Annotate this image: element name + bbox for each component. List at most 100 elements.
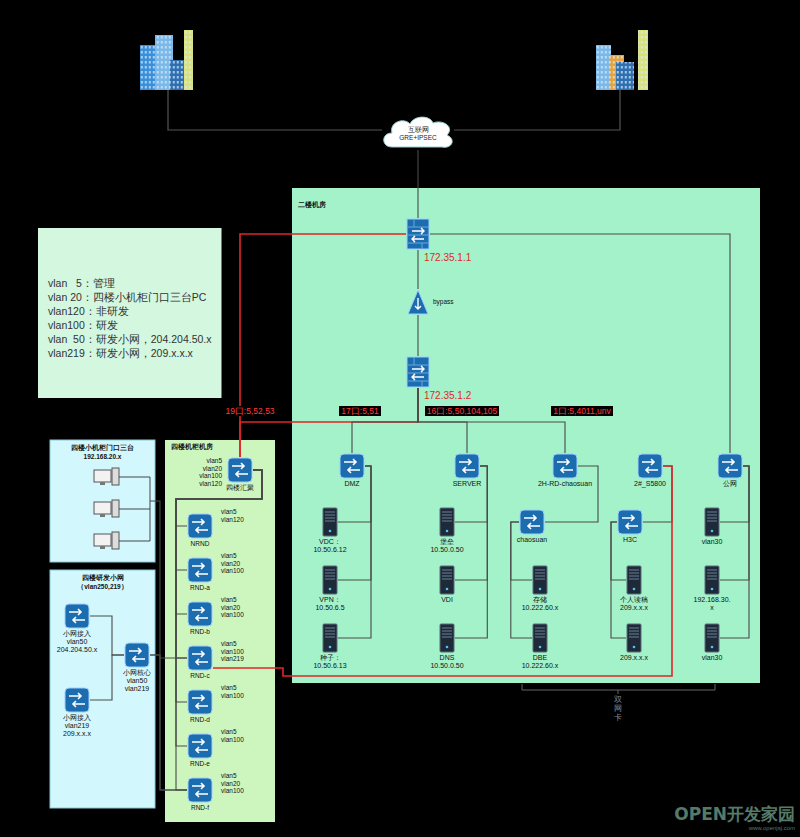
switch-node: vlan5 vlan20 vlan100RND-a xyxy=(187,557,244,592)
device-label: bypass xyxy=(433,298,454,306)
ip-label: 172.35.1.1 xyxy=(424,252,471,263)
server-node: 192.168.30. x xyxy=(694,565,731,612)
network-link xyxy=(720,466,749,638)
device-label: VPN： 10.50.6.5 xyxy=(315,596,344,612)
pc-icons xyxy=(94,468,155,549)
device-icon xyxy=(704,507,720,537)
device-label: 四楼汇聚 xyxy=(226,484,254,492)
device-icon xyxy=(704,565,720,595)
server-node: VPN： 10.50.6.5 xyxy=(315,565,344,612)
bracket xyxy=(522,684,715,694)
switch-node: 2#_S5800 xyxy=(634,453,666,488)
device-icon xyxy=(322,565,338,595)
device-icon xyxy=(227,457,253,483)
switch-node: vlan5 vlan20 vlan100RND-b xyxy=(187,601,244,636)
network-link xyxy=(430,234,730,453)
device-icon xyxy=(124,642,150,668)
note-line: vlan 50：研发小网，204.204.50.x xyxy=(48,332,212,346)
device-label: H3C xyxy=(623,536,637,544)
server-node: vlan30 xyxy=(702,507,723,546)
device-icon xyxy=(187,689,213,715)
server-node: DBE 10.222.60.x xyxy=(522,623,559,670)
note-line: vlan120：非研发 xyxy=(48,304,212,318)
cloud-label: GRE+IPSEC xyxy=(399,134,436,142)
server-node: 存储 10.222.60.x xyxy=(522,565,559,612)
device-label: RND-f xyxy=(191,804,209,812)
device-icon xyxy=(187,645,213,671)
vlan-list: vlan5 vlan20 vlan100 vlan120 xyxy=(199,457,222,487)
building-left xyxy=(140,30,193,90)
panel-heading: 四楼研发小网 xyxy=(54,574,151,583)
device-label: DMZ xyxy=(344,480,359,488)
switch-node: vlan5 vlan100 vlan219RND-c xyxy=(187,645,244,680)
network-link xyxy=(150,655,187,790)
device-label: 小网接入 vlan50 204.204.50.x xyxy=(57,630,97,654)
device-label: RND-e xyxy=(190,760,210,768)
panel-fill xyxy=(50,570,155,808)
server-node: VDC： 10.50.6.12 xyxy=(313,507,346,554)
network-link xyxy=(90,655,124,700)
network-link xyxy=(720,466,749,580)
room-panel: 四楼小机柜门口三台192.168.20.x xyxy=(50,440,155,562)
port-label: 17口:5,51 xyxy=(339,406,380,416)
device-icon xyxy=(187,777,213,803)
panel-heading: 二楼机房 xyxy=(298,201,754,210)
network-link xyxy=(176,470,262,746)
switch-node: SERVER xyxy=(453,453,482,488)
device-label: VDC： 10.50.6.12 xyxy=(313,538,346,554)
device-icon xyxy=(322,623,338,653)
vlan-list: vlan5 vlan100 vlan219 xyxy=(221,640,244,663)
device-label: 堡垒 10.50.0.50 xyxy=(430,538,463,554)
room-panel: 二楼机房 172.35.1.1 bypass 172.35.1.2DMZ SERVER 2… xyxy=(292,188,760,683)
vlan-list: vlan5 vlan20 vlan100 xyxy=(221,552,244,575)
device-label: SERVER xyxy=(453,480,482,488)
vlan-note-box: vlan 5：管理vlan 20：四楼小机柜门口三台PCvlan120：非研发v… xyxy=(38,228,222,398)
device-icon xyxy=(439,507,455,537)
device-icon xyxy=(64,603,90,629)
server-node: 堡垒 10.50.0.50 xyxy=(430,507,463,554)
bracket-note: 双网卡 xyxy=(614,696,622,722)
switch-node: 2H-RD-chaosuan xyxy=(538,453,592,488)
panel-heading: （vlan250,219） xyxy=(54,583,151,592)
device-icon xyxy=(617,509,643,535)
device-label: 种子： 10.50.6.13 xyxy=(313,654,346,670)
device-icon xyxy=(322,507,338,537)
device-label: 192.168.30. x xyxy=(694,596,731,612)
device-icon xyxy=(626,565,642,595)
vlan-list: vlan5 vlan20 vlan100 xyxy=(221,596,244,619)
switch-node: vlan5 vlan100RND-e xyxy=(187,733,244,768)
device-label: 209.x.x.x xyxy=(620,654,648,662)
server-node: 种子： 10.50.6.13 xyxy=(313,623,346,670)
switch-node: vlan5 vlan100RND-d xyxy=(187,689,244,724)
device-label: RND-b xyxy=(190,628,210,636)
ip-label: 172.35.1.2 xyxy=(424,390,471,401)
device-icon xyxy=(552,453,578,479)
device-label: NRND xyxy=(191,540,210,548)
panel-heading: 192.168.20.x xyxy=(54,453,151,462)
device-icon xyxy=(532,565,548,595)
switch-node: 小网核心 vlan50 vlan219 xyxy=(123,642,151,693)
switch-node: vlan5 vlan120NRND xyxy=(187,513,244,548)
device-icon xyxy=(187,601,213,627)
device-label: 公网 xyxy=(723,480,737,488)
device-label: 存储 10.222.60.x xyxy=(522,596,559,612)
device-icon xyxy=(339,453,365,479)
server-node: DNS 10.50.0.50 xyxy=(430,623,463,670)
device-label: 小网核心 vlan50 vlan219 xyxy=(123,669,151,693)
switch-node: DMZ xyxy=(339,453,365,488)
network-link xyxy=(176,470,262,702)
device-icon xyxy=(519,509,545,535)
vlan-list: vlan5 vlan20 vlan100 xyxy=(221,772,244,795)
server-node: 209.x.x.x xyxy=(620,623,648,662)
note-line: vlan100：研发 xyxy=(48,318,212,332)
device-label: VDI xyxy=(441,596,453,604)
device-icon xyxy=(187,513,213,539)
device-icon xyxy=(406,218,430,250)
device-label: RND-c xyxy=(190,672,210,680)
server-node: VDI xyxy=(439,565,455,604)
watermark: OPEN开发家园 xyxy=(674,805,795,824)
cloud-label: 互联网 xyxy=(408,126,429,134)
panel-heading: 四楼机柜机房 xyxy=(171,443,269,452)
port-label: 19口:5,52,53 xyxy=(223,406,276,416)
firewall-node: 172.35.1.2 xyxy=(406,356,471,401)
